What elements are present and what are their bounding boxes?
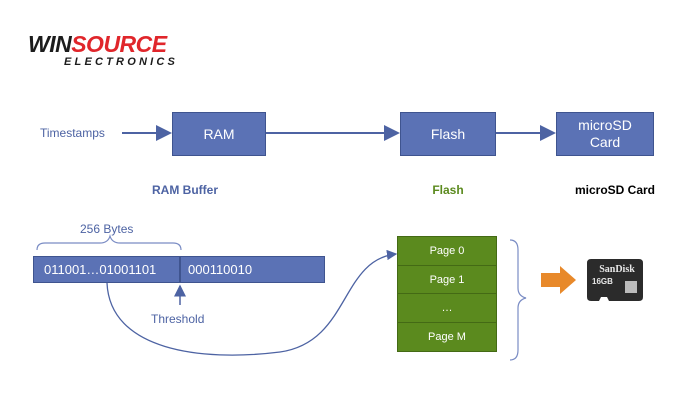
ram-buffer-bar: 011001…01001101 000110010 — [33, 256, 325, 283]
timestamps-label: Timestamps — [40, 126, 105, 140]
sd-brand-text: SanDisk — [599, 264, 635, 275]
threshold-divider — [179, 257, 181, 282]
flash-page: Page 1 — [397, 264, 497, 295]
brace-256-bytes — [36, 233, 182, 251]
flash-label: Flash — [432, 183, 464, 197]
logo-source-text: SOURCE — [71, 31, 167, 57]
logo: WINSOURCE — [28, 33, 167, 56]
logo-win-text: WIN — [28, 31, 72, 57]
sd-capacity-text: 16GB — [592, 277, 613, 286]
buffer-next-segment: 000110010 — [188, 262, 253, 277]
flash-box: Flash — [400, 112, 496, 156]
ram-buffer-label: RAM Buffer — [152, 183, 218, 197]
microsd-card-icon: SanDisk 16GB — [587, 259, 643, 301]
flash-pages: Page 0 Page 1 … Page M — [397, 236, 497, 352]
bytes-label: 256 Bytes — [80, 222, 134, 236]
threshold-label: Threshold — [151, 312, 205, 326]
microsd-label: microSD Card — [574, 183, 656, 197]
flash-page: Page M — [397, 321, 497, 352]
buffer-full-segment: 011001…01001101 — [44, 262, 157, 277]
logo-subtitle: ELECTRONICS — [64, 56, 179, 68]
curve-buffer-to-page0 — [106, 249, 398, 356]
ram-box: RAM — [172, 112, 266, 156]
flash-page: Page 0 — [397, 236, 497, 266]
orange-arrow-icon — [541, 266, 576, 294]
flash-page: … — [397, 293, 497, 323]
microsd-box: microSD Card — [556, 112, 654, 156]
brace-flash-pages — [509, 239, 527, 361]
